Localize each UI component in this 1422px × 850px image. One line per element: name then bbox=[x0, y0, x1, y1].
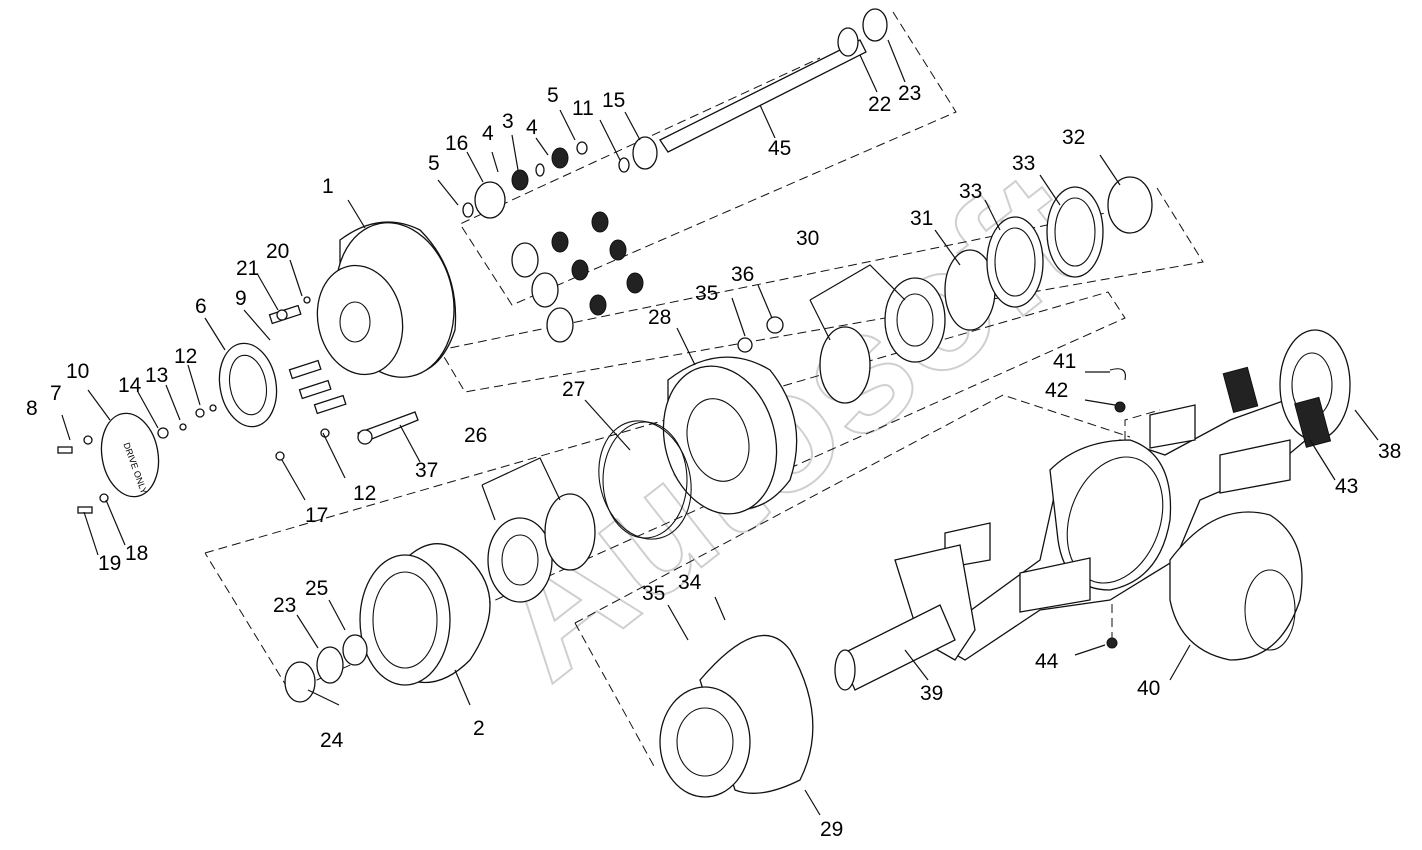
callout-30: 30 bbox=[796, 227, 819, 250]
callout-19: 19 bbox=[98, 552, 121, 575]
callout-16: 16 bbox=[445, 132, 468, 155]
callout-4: 4 bbox=[482, 122, 494, 145]
callout-18: 18 bbox=[125, 542, 148, 565]
callout-38: 38 bbox=[1378, 440, 1401, 463]
axle-shaft bbox=[659, 8, 888, 153]
axle-housing bbox=[834, 329, 1351, 691]
wheel-hub bbox=[598, 356, 798, 540]
callout-15: 15 bbox=[602, 89, 625, 112]
brake-drum bbox=[659, 634, 814, 798]
callout-23: 23 bbox=[273, 594, 296, 617]
cover-plate bbox=[218, 342, 278, 428]
callout-44: 44 bbox=[1035, 650, 1059, 673]
callout-11: 11 bbox=[572, 97, 594, 120]
callout-12: 12 bbox=[174, 345, 197, 368]
callout-45: 45 bbox=[768, 137, 791, 160]
callout-33: 33 bbox=[959, 180, 982, 203]
callout-26: 26 bbox=[464, 424, 487, 447]
callout-35: 35 bbox=[695, 282, 718, 305]
callout-41: 41 bbox=[1053, 350, 1076, 373]
callout-42: 42 bbox=[1045, 379, 1068, 402]
callout-21: 21 bbox=[236, 257, 259, 280]
outer-bearing bbox=[737, 176, 1153, 404]
ring-gear bbox=[284, 421, 688, 703]
callout-36: 36 bbox=[731, 263, 754, 286]
callout-1: 1 bbox=[322, 175, 334, 198]
callout-labels: 1 2 3 4 4 5 5 6 7 8 9 10 11 12 12 13 14 … bbox=[26, 82, 1401, 841]
leader-lines bbox=[61, 39, 1379, 816]
callout-27: 27 bbox=[562, 378, 585, 401]
callout-22: 22 bbox=[868, 93, 891, 116]
callout-28: 28 bbox=[648, 306, 671, 329]
callout-14: 14 bbox=[118, 374, 142, 397]
planet-gears bbox=[462, 136, 658, 343]
callout-9: 9 bbox=[235, 287, 247, 310]
callout-33: 33 bbox=[1012, 152, 1035, 175]
callout-40: 40 bbox=[1137, 677, 1160, 700]
planetary-carrier bbox=[268, 221, 457, 415]
callout-8: 8 bbox=[26, 397, 38, 420]
callout-17: 17 bbox=[305, 504, 328, 527]
callout-23: 23 bbox=[898, 82, 921, 105]
callout-31: 31 bbox=[910, 207, 933, 230]
callout-43: 43 bbox=[1335, 475, 1358, 498]
callout-3: 3 bbox=[502, 110, 514, 133]
inner-bearing bbox=[487, 493, 596, 603]
callout-10: 10 bbox=[66, 360, 89, 383]
callout-4: 4 bbox=[526, 116, 538, 139]
callout-13: 13 bbox=[145, 364, 168, 387]
callout-35: 35 bbox=[642, 582, 665, 605]
callout-6: 6 bbox=[195, 295, 207, 318]
callout-20: 20 bbox=[266, 240, 289, 263]
callout-37: 37 bbox=[415, 459, 438, 482]
callout-2: 2 bbox=[473, 717, 485, 740]
callout-39: 39 bbox=[920, 682, 943, 705]
callout-29: 29 bbox=[820, 818, 843, 841]
hub-cap: DRIVE ONLY bbox=[57, 404, 419, 514]
callout-32: 32 bbox=[1062, 126, 1085, 149]
callout-25: 25 bbox=[305, 577, 328, 600]
callout-5: 5 bbox=[428, 152, 440, 175]
callout-12: 12 bbox=[353, 482, 376, 505]
callout-7: 7 bbox=[50, 382, 62, 405]
callout-5: 5 bbox=[547, 84, 559, 107]
callout-24: 24 bbox=[320, 729, 344, 752]
callout-34: 34 bbox=[678, 571, 702, 594]
dashed-boundaries bbox=[204, 11, 1204, 769]
